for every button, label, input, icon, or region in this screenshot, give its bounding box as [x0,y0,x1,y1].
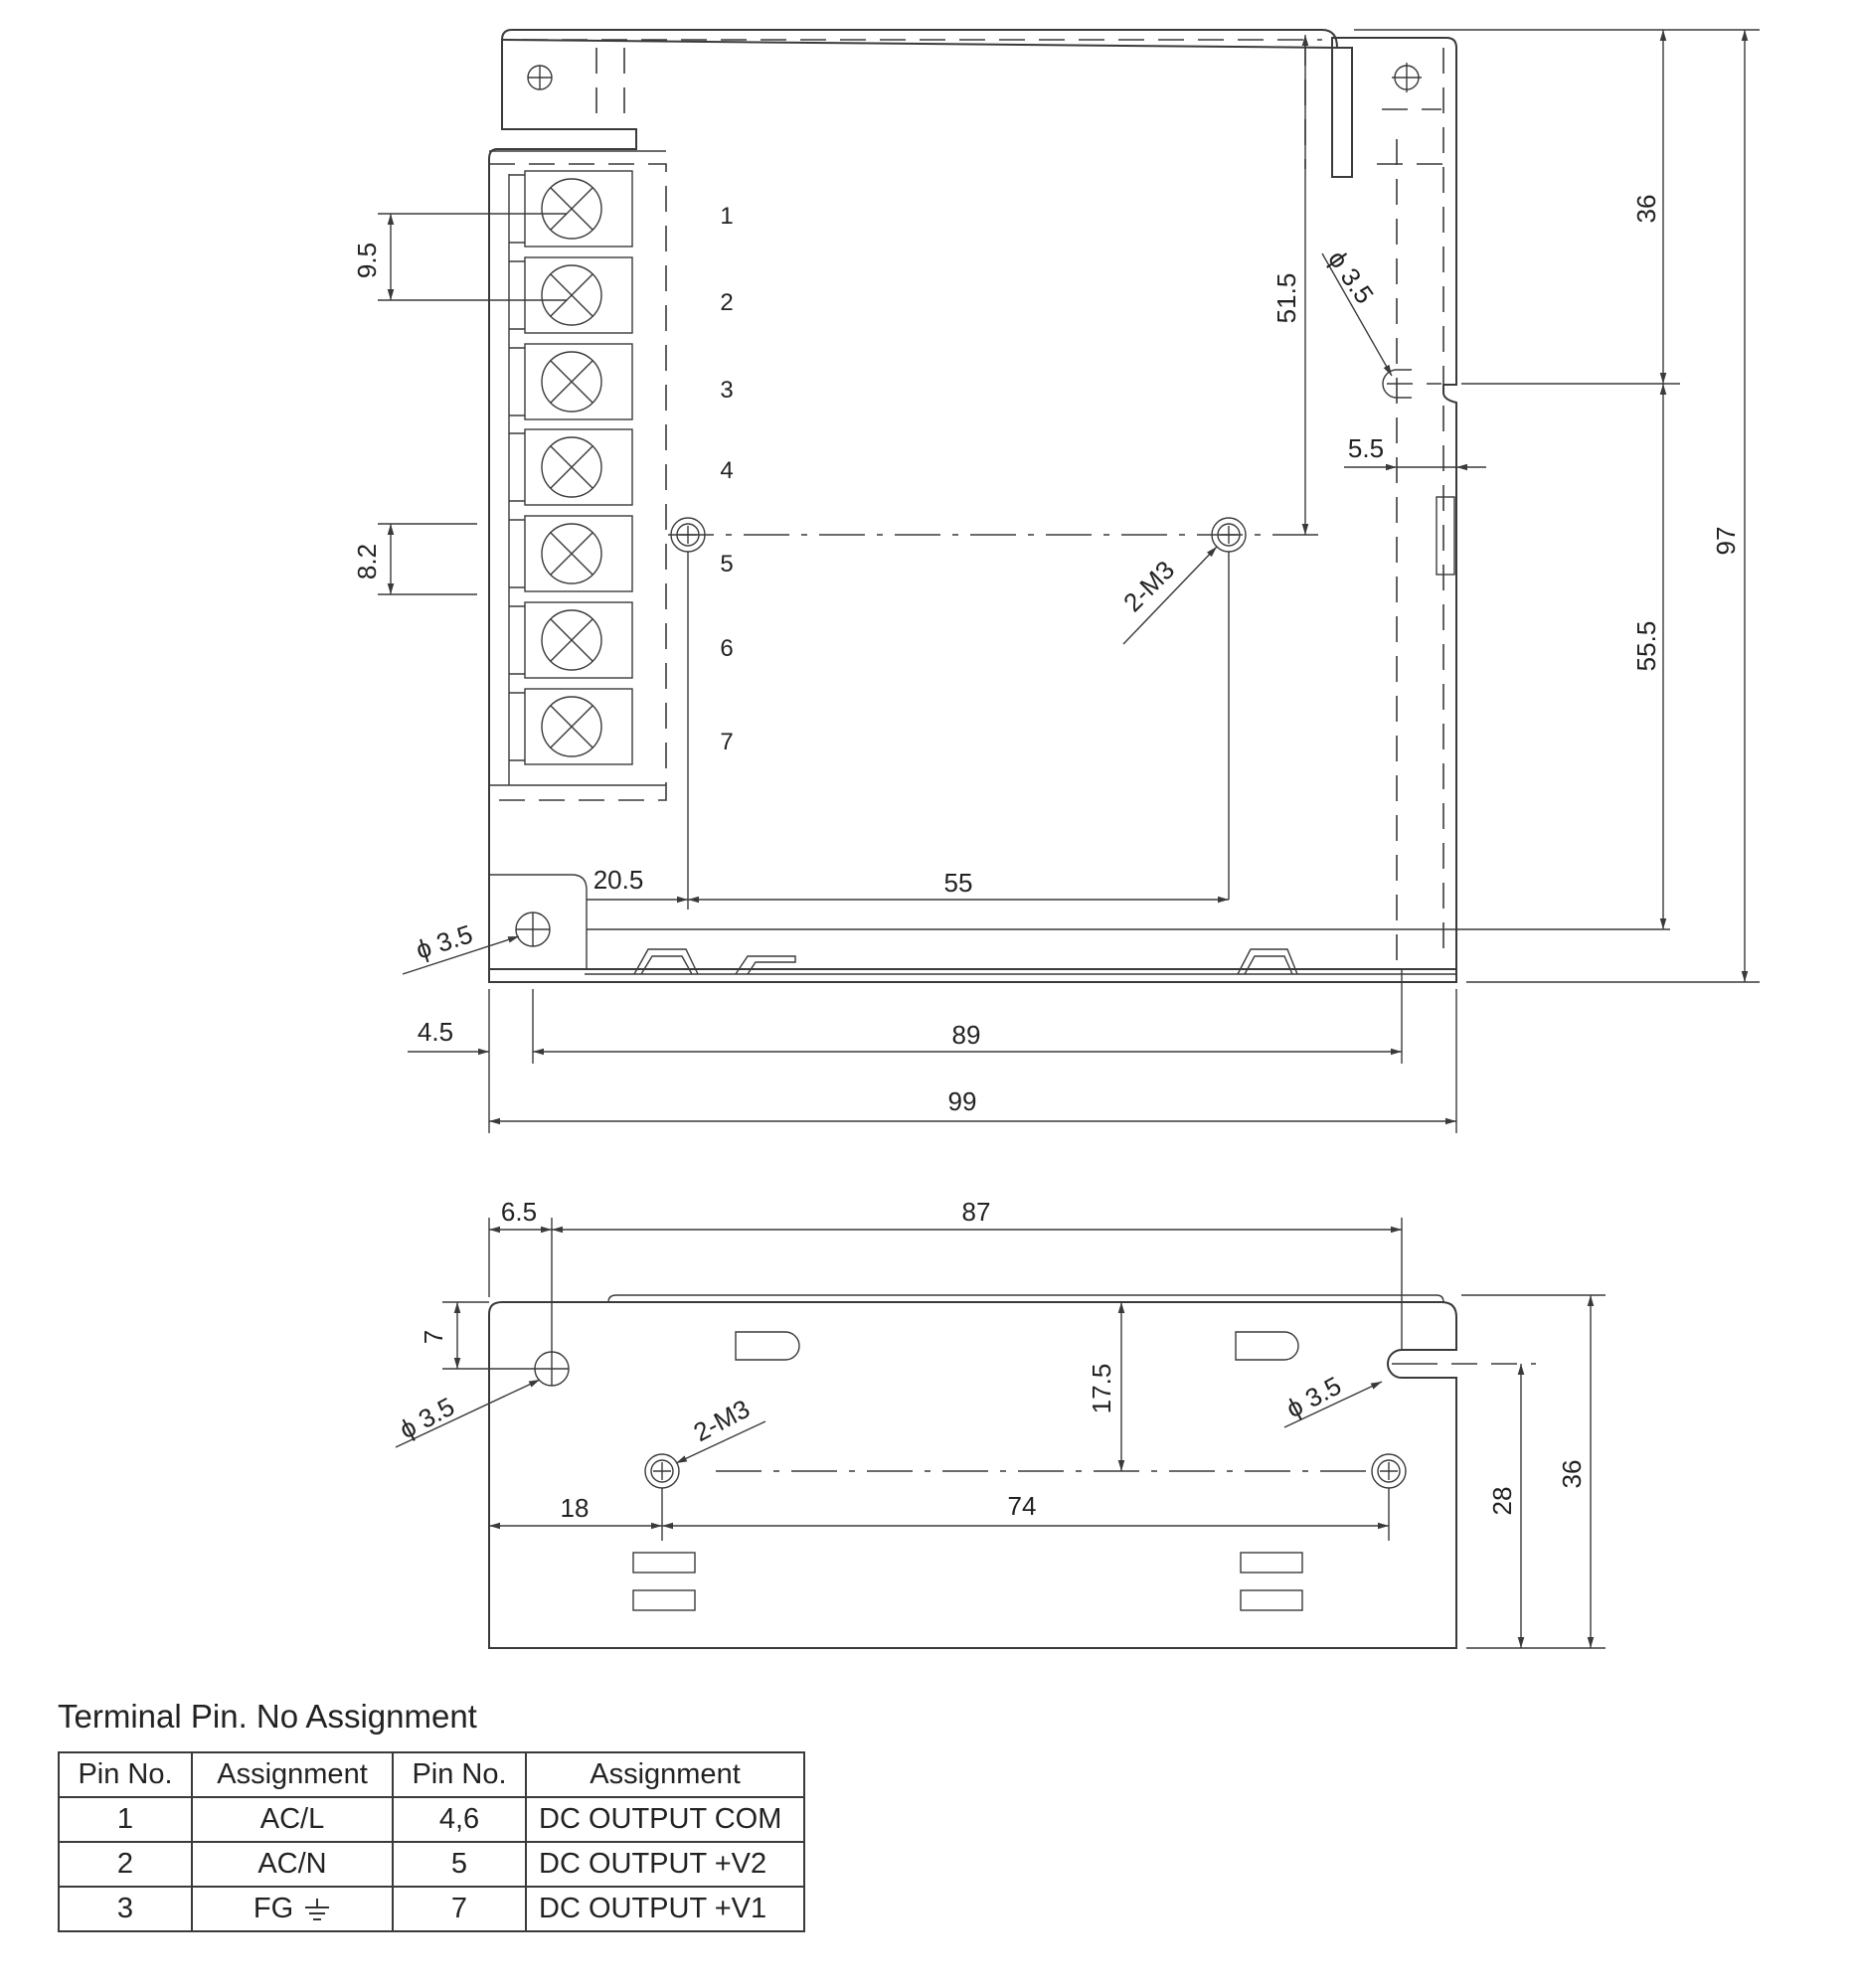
cell-assignment-text: FG [253,1893,294,1924]
header-pin-no-1: Pin No. [58,1751,193,1798]
label-2-m3-side: 2-M3 [689,1394,755,1447]
dim-87: 87 [962,1197,991,1227]
dim-55-5: 55.5 [1631,621,1661,672]
side-view-outline [488,1301,1457,1649]
dim-5-5: 5.5 [1348,433,1384,463]
cell-pin: 3 [58,1886,193,1932]
dim-pitch: 9.5 [352,243,382,278]
top-view-chassis-outline [488,29,1457,983]
terminal-pin-table: Pin No. Assignment Pin No. Assignment 1 … [58,1751,805,1932]
dim-36-side: 36 [1557,1460,1587,1489]
header-pin-no-2: Pin No. [392,1751,527,1798]
cell-assignment: DC OUTPUT COM [525,1796,805,1843]
mechanical-drawing: 9.5 8.2 51.5 ϕ 3.5 5.5 2-M3 36 55.5 97 2… [352,29,1760,1649]
cell-assignment: DC OUTPUT +V2 [525,1841,805,1888]
dim-4-5: 4.5 [418,1017,453,1047]
table-row: 2 AC/N 5 DC OUTPUT +V2 [58,1841,805,1888]
dim-74: 74 [1008,1491,1037,1521]
table-row: 3 FG 7 DC OUTPUT +V1 [58,1886,805,1932]
terminal-screw-4 [509,428,633,506]
header-assignment-2: Assignment [525,1751,805,1798]
terminal-screw-7 [509,688,633,765]
cell-assignment: AC/N [191,1841,394,1888]
dim-7: 7 [419,1330,448,1344]
dim-51-5: 51.5 [1271,273,1301,324]
terminal-screw-5 [509,515,633,592]
ground-symbol-icon [305,1899,330,1921]
terminal-pin-label-5: 5 [720,551,733,578]
terminal-pin-label-4: 4 [720,457,733,484]
terminal-block [488,150,667,801]
cell-assignment: DC OUTPUT +V1 [525,1886,805,1932]
terminal-screw-1 [509,170,633,248]
cell-pin: 7 [392,1886,527,1932]
dim-6-5: 6.5 [501,1197,537,1227]
dim-side-hole-diameter-left: ϕ 3.5 [395,1392,459,1445]
dim-hole-diameter-right: ϕ 3.5 [1322,245,1380,309]
dim-97: 97 [1711,527,1741,556]
terminal-pin-label-3: 3 [720,377,733,404]
dim-side-hole-diameter-right: ϕ 3.5 [1281,1371,1346,1424]
side-view: 6.5 87 7 ϕ 3.5 17.5 ϕ 3.5 2-M3 18 74 28 … [395,1197,1606,1649]
cell-pin: 2 [58,1841,193,1888]
cell-assignment-fg: FG [191,1886,394,1932]
dim-18: 18 [561,1493,590,1523]
table-header-row: Pin No. Assignment Pin No. Assignment [58,1751,805,1798]
dim-99: 99 [948,1086,977,1116]
dim-55: 55 [944,868,973,898]
label-2-m3-top: 2-M3 [1117,555,1180,617]
dim-20-5: 20.5 [593,865,644,895]
terminal-pin-label-1: 1 [720,203,733,230]
top-view: 9.5 8.2 51.5 ϕ 3.5 5.5 2-M3 36 55.5 97 2… [352,29,1760,1133]
cell-assignment: AC/L [191,1796,394,1843]
dim-terminal-width: 8.2 [352,544,382,580]
terminal-screw-3 [509,343,633,420]
dim-89: 89 [952,1020,981,1050]
terminal-screw-2 [509,256,633,334]
dim-36-top: 36 [1631,195,1661,224]
terminal-table-title: Terminal Pin. No Assignment [58,1698,477,1735]
dim-28: 28 [1487,1487,1517,1516]
cell-pin: 4,6 [392,1796,527,1843]
dim-17-5: 17.5 [1087,1364,1116,1414]
cell-pin: 5 [392,1841,527,1888]
terminal-pin-label-7: 7 [720,729,733,755]
cell-pin: 1 [58,1796,193,1843]
terminal-pin-label-6: 6 [720,635,733,662]
table-row: 1 AC/L 4,6 DC OUTPUT COM [58,1796,805,1843]
header-assignment-1: Assignment [191,1751,394,1798]
terminal-screw-6 [509,601,633,679]
terminal-pin-label-2: 2 [720,289,733,316]
dim-hole-diameter-left: ϕ 3.5 [413,918,476,964]
